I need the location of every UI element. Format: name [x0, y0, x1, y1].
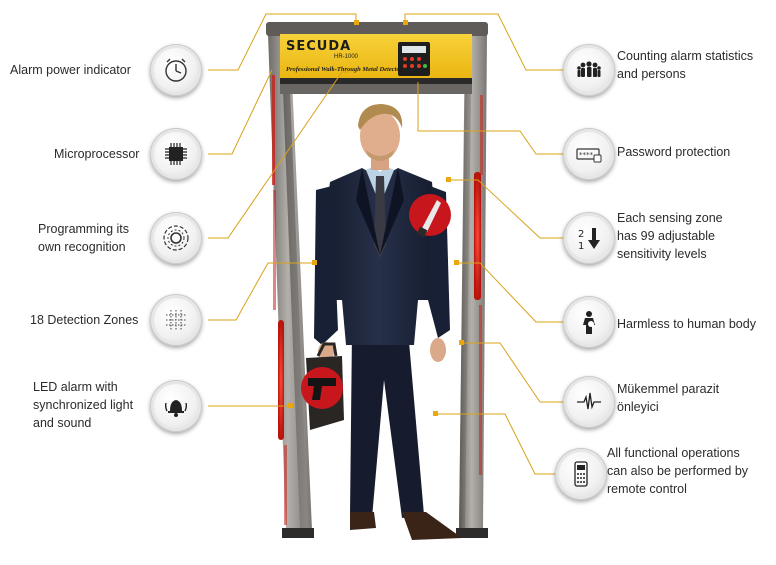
feature-detection-zones: 18 Detection Zones	[30, 313, 139, 327]
bell-icon	[150, 380, 202, 432]
feature-password: Password protection	[617, 145, 731, 159]
brand-model: HR-1000	[334, 54, 359, 60]
feature-alarm-power: Alarm power indicator	[10, 63, 131, 77]
signal-wave-icon	[563, 376, 615, 428]
digit-bottom: 1	[578, 241, 584, 252]
feature-remote: All functional operations can also be pe…	[607, 446, 749, 496]
svg-text:****: ****	[579, 151, 594, 159]
password-icon: ****	[563, 128, 615, 180]
knife-badge	[409, 194, 451, 238]
right-pillar	[456, 34, 488, 538]
digit-top: 2	[578, 229, 584, 240]
leader-dots	[288, 20, 464, 416]
feature-led-alarm: LED alarm with synchronized light and so…	[33, 380, 134, 430]
feature-microprocessor: Microprocessor	[54, 147, 140, 161]
brand-block: SECUDA HR-1000 Professional Walk-Through…	[286, 39, 403, 74]
person-illustration	[306, 104, 462, 540]
feature-programming: Programming its own recognition	[38, 222, 129, 254]
left-pillar	[268, 34, 314, 538]
brand-name: SECUDA	[286, 39, 352, 54]
gear-cycle-icon	[150, 212, 202, 264]
feature-harmless: Harmless to human body	[617, 317, 756, 331]
detector-header	[266, 22, 488, 94]
remote-control-icon	[555, 448, 607, 500]
leader-lines	[208, 13, 563, 475]
brand-tagline: Professional Walk-Through Metal Detector	[286, 66, 403, 73]
zones-grid-icon	[150, 294, 202, 346]
feature-interference: Mükemmel parazit önleyici	[617, 382, 720, 414]
gun-badge	[301, 367, 343, 409]
clock-icon	[150, 44, 202, 96]
feature-counting: Counting alarm statistics and persons	[617, 49, 754, 81]
feature-sensitivity: Each sensing zone has 99 adjustable sens…	[617, 211, 723, 261]
people-icon	[563, 44, 615, 96]
pregnant-woman-icon	[563, 296, 615, 348]
chip-icon	[150, 128, 202, 180]
